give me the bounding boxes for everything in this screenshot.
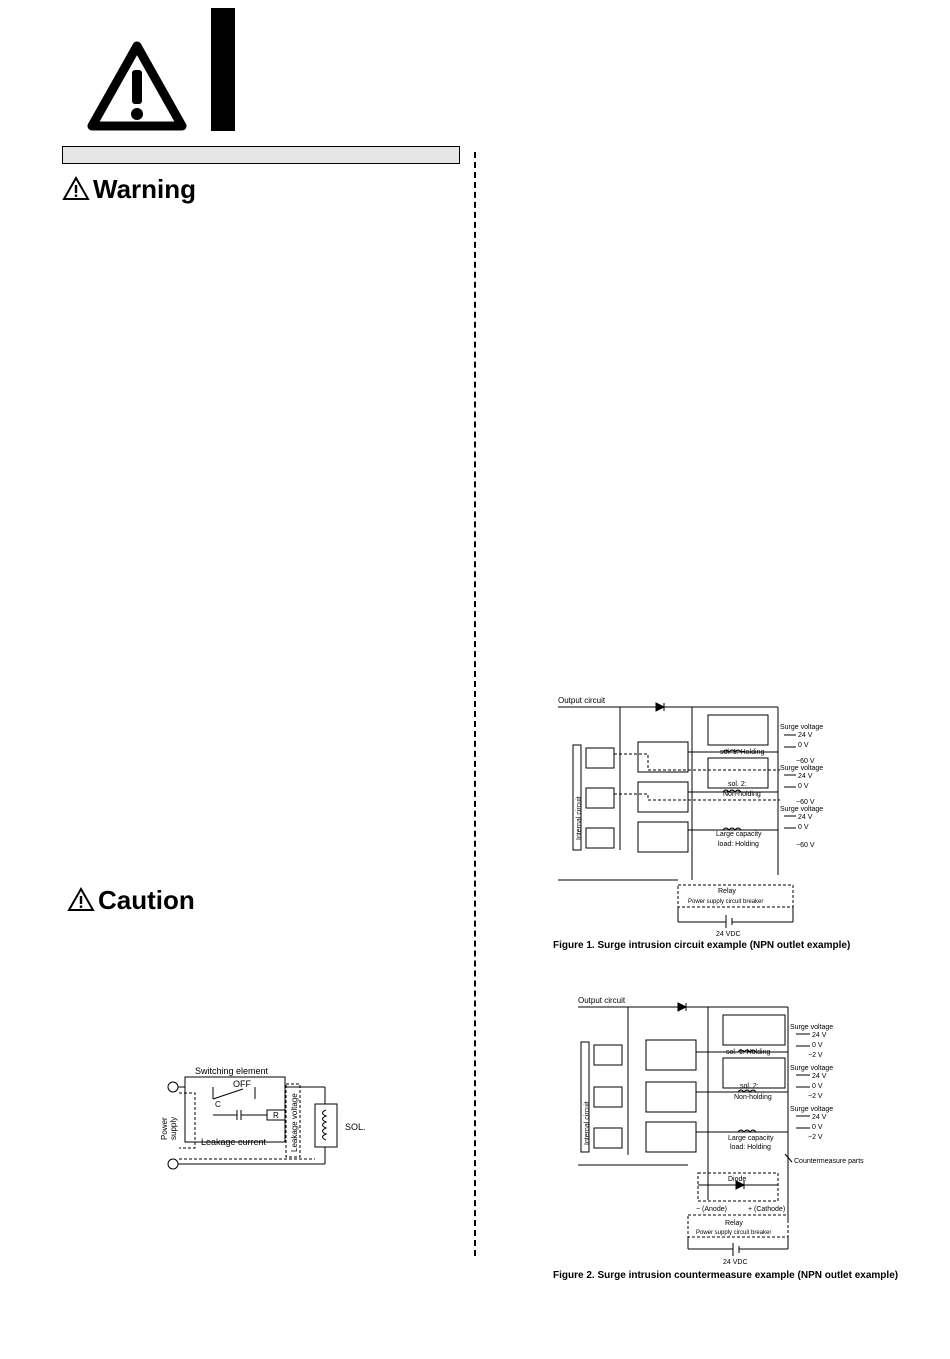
off-label: OFF — [233, 1079, 251, 1089]
large-capacity-label: Large capacity — [716, 831, 762, 838]
v0-label-2: 0 V — [798, 783, 809, 790]
non-holding-label: Non-holding — [723, 791, 761, 798]
load-holding-label: load: Holding — [730, 1144, 771, 1151]
sol2-label: sol. 2: — [728, 781, 747, 788]
v24-label-1: 24 V — [812, 1032, 827, 1039]
black-bar — [211, 8, 235, 131]
v0-label-2: 0 V — [812, 1083, 823, 1090]
relay-label: Relay — [725, 1220, 743, 1227]
surge-voltage-label-2: Surge voltage — [780, 765, 823, 772]
supply-label: supply — [169, 1117, 178, 1140]
vneg-label-3: −60 V — [796, 842, 815, 849]
figure1-surge-circuit: Output circuit Internal circuit sol. 1: … — [548, 690, 868, 940]
output-circuit-label: Output circuit — [578, 996, 626, 1005]
load-holding-label: load: Holding — [718, 841, 759, 848]
warning-heading-text: Warning — [93, 174, 197, 204]
switching-element-label: Switching element — [195, 1066, 269, 1076]
v24-label-3: 24 V — [812, 1114, 827, 1121]
v24-label-2: 24 V — [798, 773, 813, 780]
v0-label-1: 0 V — [798, 742, 809, 749]
surge-voltage-label-3: Surge voltage — [790, 1106, 833, 1113]
surge-voltage-label-1: Surge voltage — [790, 1024, 833, 1031]
warning-triangle-icon — [87, 41, 187, 131]
surge-voltage-label-1: Surge voltage — [780, 724, 823, 731]
v24-label-2: 24 V — [812, 1073, 827, 1080]
v0-label-1: 0 V — [812, 1042, 823, 1049]
section-band — [62, 146, 460, 164]
surge-voltage-label-3: Surge voltage — [780, 806, 823, 813]
breaker-label: Power supply circuit breaker — [696, 1230, 771, 1236]
cathode-label: + (Cathode) — [748, 1206, 785, 1213]
vneg-label-1: −60 V — [796, 758, 815, 765]
sol2-label: sol. 2: — [740, 1083, 759, 1090]
large-capacity-label: Large capacity — [728, 1135, 774, 1142]
figure1-caption: Figure 1. Surge intrusion circuit exampl… — [553, 940, 851, 951]
c-label: C — [215, 1100, 221, 1109]
leakage-current-label: Leakage current — [201, 1137, 267, 1147]
breaker-label: Power supply circuit breaker — [688, 899, 763, 905]
power-label: Power — [160, 1117, 169, 1140]
vneg-label-2: −60 V — [796, 799, 815, 806]
diode-label: Diode — [728, 1176, 746, 1183]
leakage-current-diagram: Switching element OFF C R Leakage curren… — [155, 1060, 385, 1175]
vneg-label-1: −2 V — [808, 1052, 823, 1059]
caution-heading: Caution — [67, 887, 195, 913]
sol1-label: sol. 1: Holding — [726, 1049, 770, 1056]
anode-label: − (Anode) — [696, 1206, 727, 1213]
v0-label-3: 0 V — [812, 1124, 823, 1131]
column-divider — [474, 152, 476, 1256]
sol-label: SOL. — [345, 1122, 366, 1132]
v24-label-3: 24 V — [798, 814, 813, 821]
vneg-label-2: −2 V — [808, 1093, 823, 1100]
warning-small-icon — [62, 176, 90, 200]
vdc-label: 24 VDC — [723, 1259, 748, 1266]
caution-heading-text: Caution — [98, 885, 195, 915]
output-circuit-label: Output circuit — [558, 696, 606, 705]
figure2-caption: Figure 2. Surge intrusion countermeasure… — [553, 1270, 899, 1281]
surge-voltage-label-2: Surge voltage — [790, 1065, 833, 1072]
non-holding-label: Non-holding — [734, 1094, 772, 1101]
warning-heading: Warning — [62, 176, 196, 202]
leakage-voltage-label: Leakage voltage — [290, 1093, 299, 1152]
vdc-label: 24 VDC — [716, 931, 741, 938]
r-label: R — [273, 1111, 279, 1120]
v0-label-3: 0 V — [798, 824, 809, 831]
caution-small-icon — [67, 887, 95, 911]
v24-label-1: 24 V — [798, 732, 813, 739]
countermeasure-label: Countermeasure parts — [794, 1158, 864, 1165]
figure2-surge-countermeasure: Output circuit Internal circuit sol. 1: … — [548, 990, 878, 1268]
sol1-label: sol. 1: Holding — [720, 749, 764, 756]
relay-label: Relay — [718, 888, 736, 895]
vneg-label-3: −2 V — [808, 1134, 823, 1141]
internal-circuit-label: Internal circuit — [576, 796, 583, 840]
internal-circuit-label: Internal circuit — [584, 1101, 591, 1145]
